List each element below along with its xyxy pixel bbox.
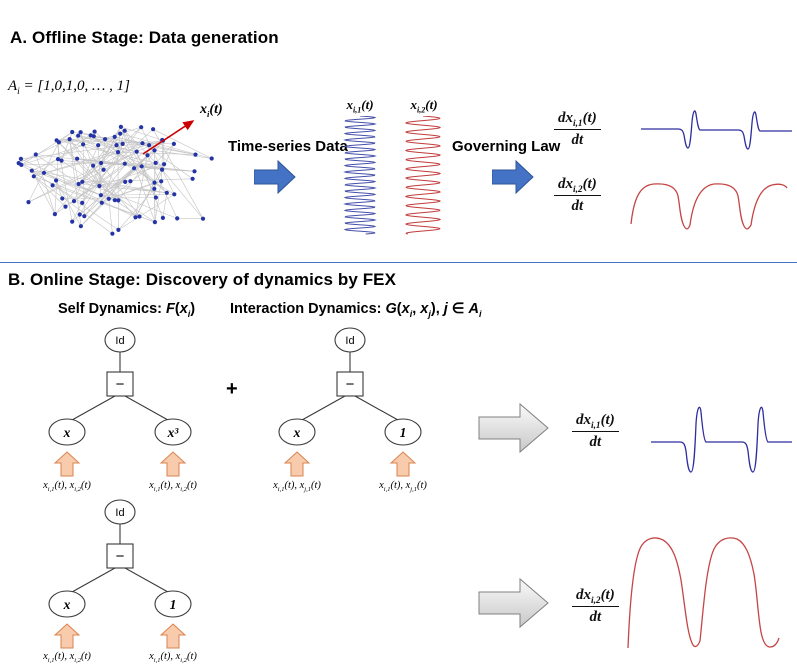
svg-text:Id: Id <box>115 335 124 347</box>
fex-tree-self-x1: Id − x x³ <box>48 327 192 477</box>
fraction-denominator: dt <box>589 434 602 451</box>
input-up-arrow-icon <box>159 623 187 649</box>
result-arrow-x1 <box>478 402 549 454</box>
input-up-arrow-icon <box>159 451 187 477</box>
input-up-arrow-icon <box>53 451 81 477</box>
tree-leaf-node <box>384 418 422 446</box>
fex-tree-self-x2: Id − x 1 <box>48 499 192 649</box>
fraction-denominator: dt <box>589 609 602 626</box>
block-arrow-right-icon <box>254 160 296 194</box>
coil-path-red <box>404 116 442 235</box>
relaxation-curve-red <box>627 537 780 649</box>
flow-arrow-governing <box>492 160 534 194</box>
fraction-numerator: dxi,2(t) <box>572 587 619 608</box>
fraction-numerator: dxi,2(t) <box>554 176 601 197</box>
svg-text:−: − <box>116 376 125 393</box>
result-arrow-x2 <box>478 577 549 629</box>
tree-input-label: xi,1(t), xj,1(t) <box>379 480 427 494</box>
node-state-label: xi(t) <box>200 102 223 119</box>
timeseries-x2-coil <box>404 116 442 235</box>
tree-leaf-node <box>48 418 86 446</box>
tree-leaf-node <box>48 590 86 618</box>
tree-operator-box <box>106 371 134 397</box>
input-up-arrow-icon <box>283 451 311 477</box>
svg-text:x³: x³ <box>167 425 180 440</box>
node-pointer-arrow <box>142 120 195 155</box>
svg-text:x: x <box>63 597 71 612</box>
fraction-denominator: dt <box>571 132 584 149</box>
coil-path-blue <box>343 116 377 235</box>
derivative-curve-x2-offline <box>630 183 788 230</box>
governing-arrow-label: Governing Law <box>452 138 561 155</box>
fex-tree-interaction: Id − x 1 <box>278 327 422 477</box>
block-arrow-right-icon <box>478 577 549 629</box>
svg-text:x: x <box>63 425 71 440</box>
derivative-x1-fraction: dxi,1(t) dt <box>554 110 601 150</box>
section-a-title: A. Offline Stage: Data generation <box>10 28 279 47</box>
svg-text:x: x <box>293 425 301 440</box>
svg-text:Id: Id <box>345 335 354 347</box>
tree-input-label: xi,1(t), xi,2(t) <box>149 651 197 664</box>
fraction-numerator: dxi,1(t) <box>572 412 619 433</box>
tree-leaf-node <box>278 418 316 446</box>
series2-label: xi,2(t) <box>410 97 438 115</box>
timeseries-arrow-label: Time-series Data <box>228 138 348 155</box>
derivative-curve-x1-offline <box>641 110 792 150</box>
tree-operator-box <box>106 543 134 569</box>
tree-root-id-node <box>104 499 136 525</box>
svg-text:−: − <box>116 548 125 565</box>
spike-curve-blue <box>651 406 792 473</box>
series1-label: xi,1(t) <box>346 97 374 115</box>
network-nodes <box>16 124 214 236</box>
fraction-numerator: dxi,1(t) <box>554 110 601 131</box>
derivative-curve-x1-online <box>651 406 792 473</box>
flow-arrow-timeseries <box>254 160 296 194</box>
derivative-curve-x2-online <box>627 537 780 649</box>
timeseries-x1-coil <box>343 116 377 235</box>
tree-input-label: xi,1(t), xi,2(t) <box>149 480 197 494</box>
derivative-x1-fraction-online: dxi,1(t) dt <box>572 412 619 452</box>
tree-input-label: xi,1(t), xj,1(t) <box>273 480 321 494</box>
block-arrow-right-icon <box>478 402 549 454</box>
input-up-arrow-icon <box>53 623 81 649</box>
tree-root-id-node <box>334 327 366 353</box>
network-edges <box>18 126 212 234</box>
spike-curve-blue <box>641 110 792 150</box>
svg-text:Id: Id <box>115 507 124 519</box>
tree-root-id-node <box>104 327 136 353</box>
block-arrow-right-icon <box>492 160 534 194</box>
derivative-x2-fraction: dxi,2(t) dt <box>554 176 601 216</box>
fraction-denominator: dt <box>571 198 584 215</box>
tree-input-label: xi,1(t), xi,2(t) <box>43 480 91 494</box>
adjacency-vector-label: Ai = [1,0,1,0, … , 1] <box>8 78 130 97</box>
tree-operator-box <box>336 371 364 397</box>
tree-leaf-node <box>154 590 192 618</box>
svg-text:−: − <box>346 376 355 393</box>
section-divider <box>0 262 797 263</box>
svg-text:1: 1 <box>170 597 177 612</box>
relaxation-curve-red <box>630 183 788 230</box>
input-up-arrow-icon <box>389 451 417 477</box>
interaction-dynamics-heading: Interaction Dynamics: G(xi, xj), j ∈ Ai <box>230 301 482 319</box>
plus-operator: + <box>226 378 238 400</box>
section-b-title: B. Online Stage: Discovery of dynamics b… <box>8 270 397 289</box>
self-dynamics-heading: Self Dynamics: F(xi) <box>58 301 196 319</box>
network-graph <box>16 120 214 236</box>
tree-leaf-node <box>154 418 192 446</box>
derivative-x2-fraction-online: dxi,2(t) dt <box>572 587 619 627</box>
tree-input-label: xi,1(t), xi,2(t) <box>43 651 91 664</box>
svg-text:1: 1 <box>400 425 407 440</box>
